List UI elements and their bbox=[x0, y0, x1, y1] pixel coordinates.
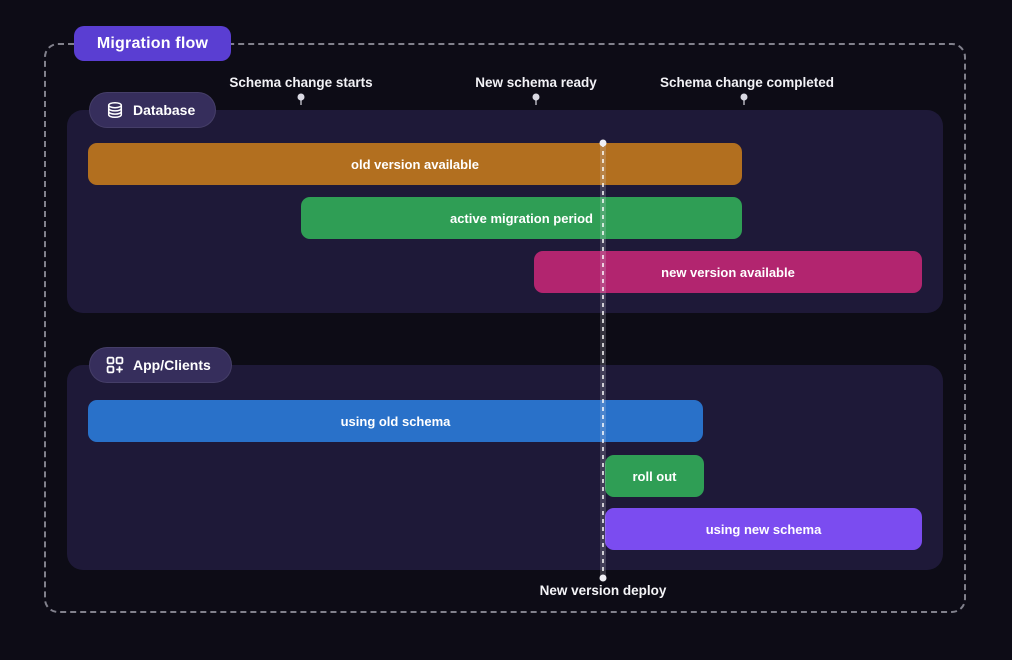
database-icon bbox=[106, 101, 124, 119]
diagram-frame bbox=[44, 43, 966, 613]
bar-label: new version available bbox=[661, 264, 795, 280]
database-badge: Database bbox=[89, 92, 217, 128]
marker-label: Schema change completed bbox=[659, 75, 835, 90]
marker-dot bbox=[740, 93, 748, 101]
bar-roll-out: roll out bbox=[605, 455, 704, 497]
deploy-line-core bbox=[602, 143, 604, 578]
deploy-line bbox=[600, 143, 606, 578]
app-clients-badge-label: App/Clients bbox=[133, 357, 211, 373]
deploy-label: New version deploy bbox=[539, 583, 667, 598]
bar-label: using new schema bbox=[705, 521, 822, 537]
bar-active-migration-period: active migration period bbox=[301, 197, 742, 239]
diagram-title-badge: Migration flow bbox=[74, 26, 231, 61]
bar-new-version-available: new version available bbox=[534, 251, 922, 293]
app-clients-badge: App/Clients bbox=[89, 347, 232, 383]
deploy-dot-bottom bbox=[599, 574, 607, 582]
bar-label: roll out bbox=[632, 468, 677, 484]
bar-label: old version available bbox=[351, 156, 479, 172]
bar-label: using old schema bbox=[340, 413, 451, 429]
bar-old-version-available: old version available bbox=[88, 143, 742, 185]
bar-using-new-schema: using new schema bbox=[605, 508, 922, 550]
marker-label: Schema change starts bbox=[229, 75, 373, 90]
diagram-title: Migration flow bbox=[96, 34, 209, 52]
marker-label: New schema ready bbox=[475, 75, 597, 90]
deploy-dot-top bbox=[599, 139, 607, 147]
marker-dot bbox=[532, 93, 540, 101]
apps-grid-plus-icon bbox=[106, 356, 124, 374]
marker-dot bbox=[297, 93, 305, 101]
database-badge-label: Database bbox=[133, 102, 196, 118]
bar-label: active migration period bbox=[449, 210, 594, 226]
bar-using-old-schema: using old schema bbox=[88, 400, 703, 442]
